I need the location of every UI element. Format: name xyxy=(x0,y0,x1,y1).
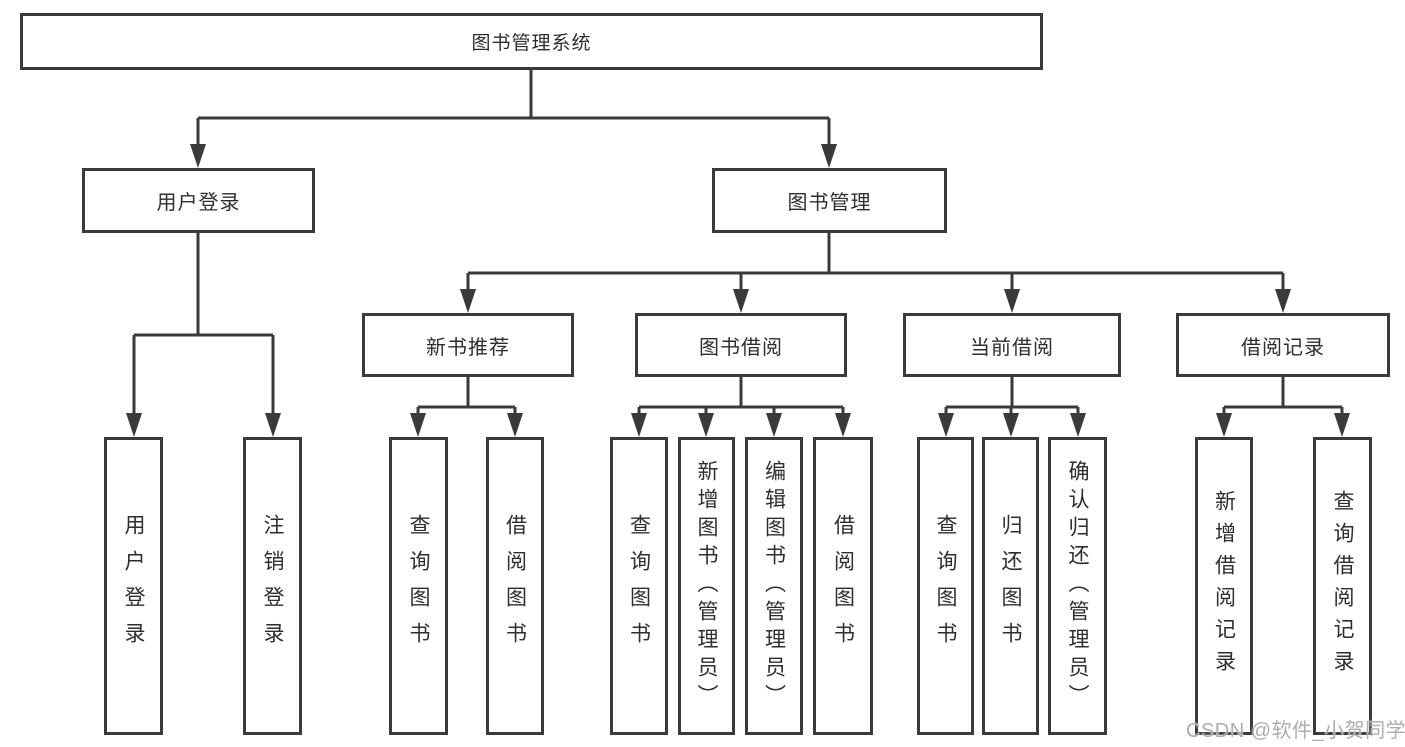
node-label: 图书管理 xyxy=(787,192,872,214)
connector-lines xyxy=(132,70,1344,415)
leaf-label: 借阅图书 xyxy=(503,514,527,658)
leaf-confirm-return-admin: 确认归还（管理员） xyxy=(1048,437,1107,735)
leaf-user-login: 用户登录 xyxy=(104,437,163,735)
leaf-borrow-books-recommend: 借阅图书 xyxy=(486,437,544,735)
arrowheads xyxy=(126,144,1350,437)
leaf-edit-book-admin: 编辑图书（管理员） xyxy=(745,437,803,735)
leaf-add-borrow-record: 新增借阅记录 xyxy=(1195,437,1253,735)
leaf-return-books: 归还图书 xyxy=(982,437,1039,735)
node-new-book-recommendation: 新书推荐 xyxy=(362,313,574,377)
node-label: 借阅记录 xyxy=(1241,336,1325,359)
leaf-query-books-current: 查询图书 xyxy=(917,437,974,735)
leaf-label: 查询借阅记录 xyxy=(1331,490,1354,682)
leaf-label: 查询图书 xyxy=(934,514,957,658)
node-borrowing-records: 借阅记录 xyxy=(1176,313,1390,377)
node-current-borrowing: 当前借阅 xyxy=(903,313,1121,377)
node-user-login: 用户登录 xyxy=(82,168,315,233)
leaf-logout: 注销登录 xyxy=(243,437,302,735)
leaf-query-books-borrowing: 查询图书 xyxy=(610,437,668,735)
leaf-label: 编辑图书（管理员） xyxy=(762,460,786,712)
node-library-management-system: 图书管理系统 xyxy=(20,13,1043,70)
leaf-label: 查询图书 xyxy=(407,514,430,658)
leaf-label: 注销登录 xyxy=(261,514,284,658)
leaf-query-borrow-record: 查询借阅记录 xyxy=(1313,437,1372,735)
node-label: 用户登录 xyxy=(156,192,241,214)
leaf-label: 新增借阅记录 xyxy=(1212,490,1236,682)
leaf-label: 借阅图书 xyxy=(831,514,855,658)
leaf-label: 查询图书 xyxy=(627,514,651,658)
leaf-label: 用户登录 xyxy=(122,514,145,658)
leaf-borrow-books-borrowing: 借阅图书 xyxy=(813,437,873,735)
node-label: 当前借阅 xyxy=(970,336,1054,359)
leaf-label: 确认归还（管理员） xyxy=(1066,460,1089,712)
leaf-label: 新增图书（管理员） xyxy=(695,460,718,712)
leaf-label: 归还图书 xyxy=(999,514,1022,658)
node-label: 图书管理系统 xyxy=(471,33,592,54)
node-book-management: 图书管理 xyxy=(712,168,947,233)
csdn-watermark: CSDN @软件_小贺同学 xyxy=(1186,720,1405,742)
node-label: 图书借阅 xyxy=(699,336,783,359)
leaf-add-book-admin: 新增图书（管理员） xyxy=(678,437,735,735)
node-label: 新书推荐 xyxy=(426,336,510,359)
node-book-borrowing: 图书借阅 xyxy=(635,313,847,377)
leaf-query-books-recommend: 查询图书 xyxy=(389,437,448,735)
